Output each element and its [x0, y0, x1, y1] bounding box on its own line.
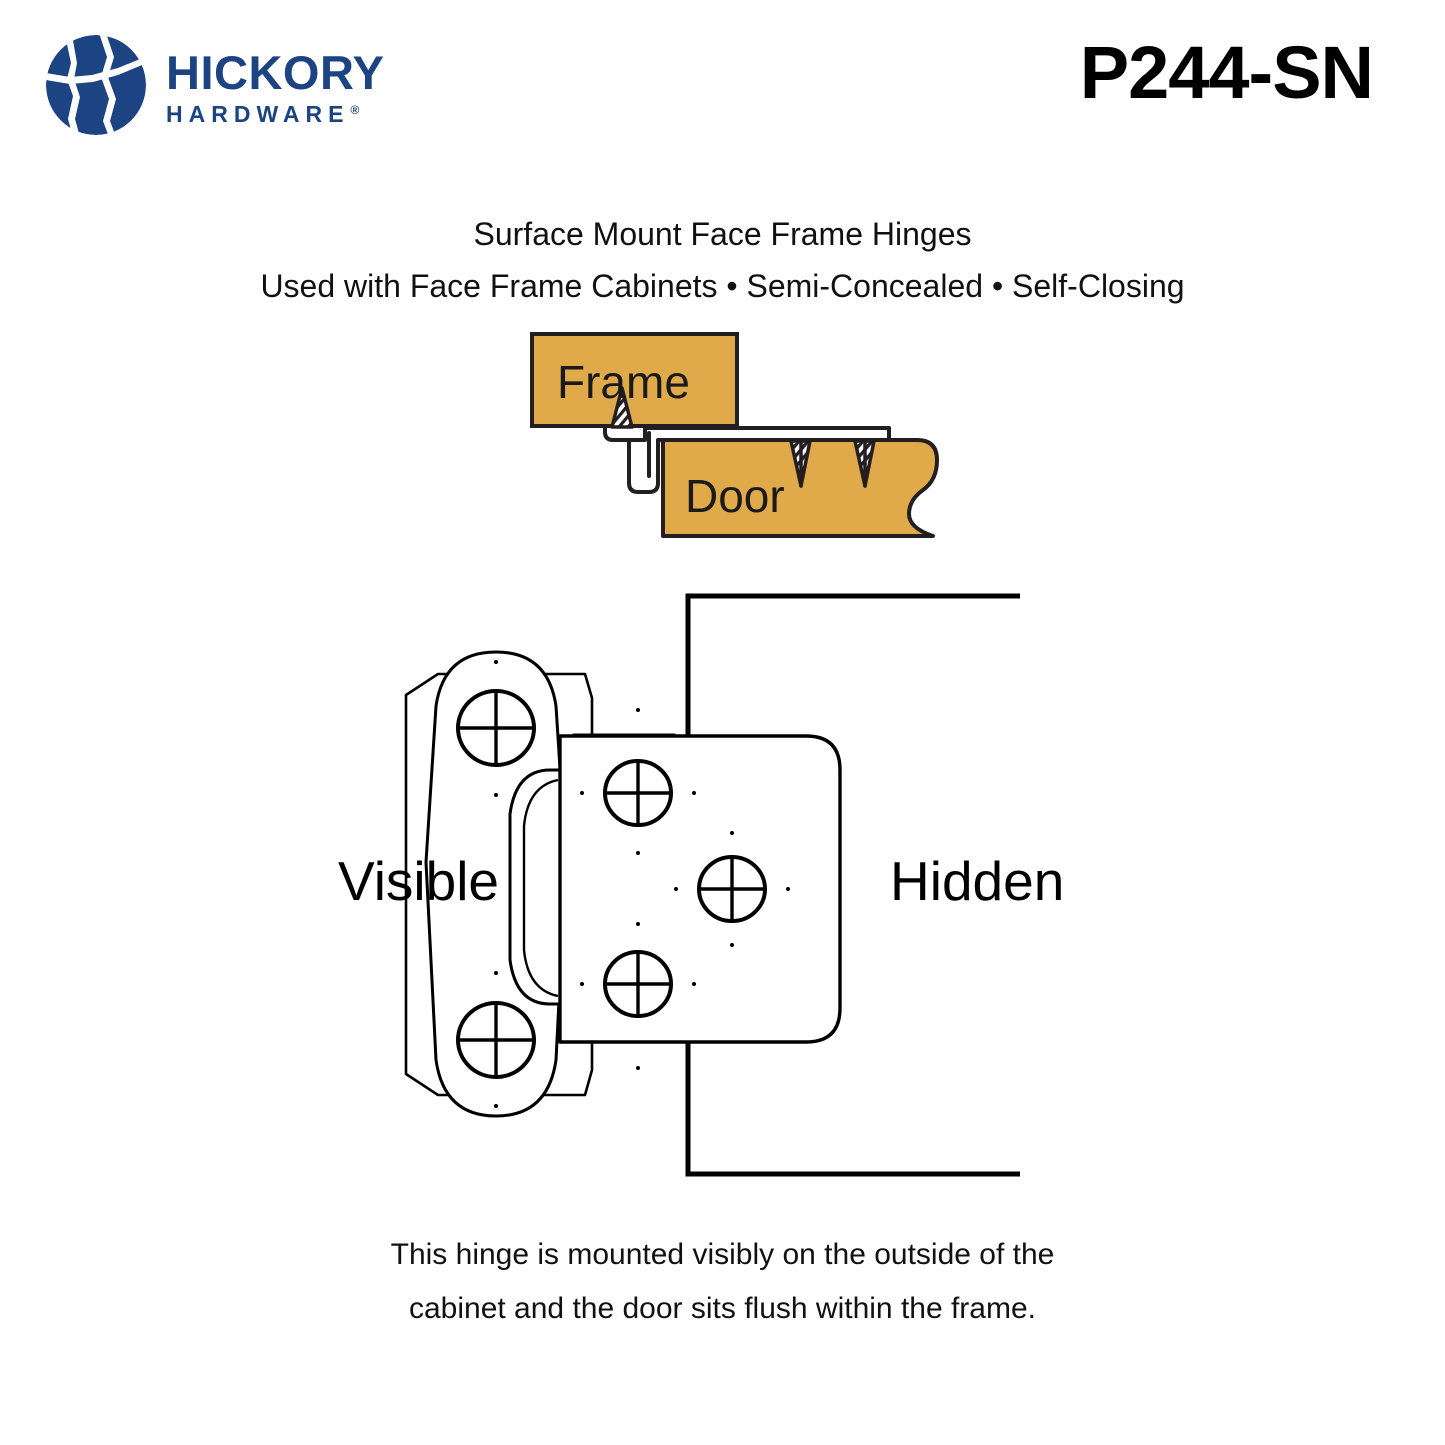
- caption-line-1: This hinge is mounted visibly on the out…: [390, 1238, 1055, 1271]
- brand-wordmark: HICKORY HARDWARE ®: [166, 45, 385, 126]
- hidden-label: Hidden: [890, 850, 1064, 912]
- center-mark-dot: [636, 1066, 640, 1070]
- caption-line-2: cabinet and the door sits flush within t…: [408, 1292, 1036, 1325]
- mounting-plate-screw-top-left: [580, 759, 696, 855]
- brand-subname: HARDWARE: [166, 100, 350, 127]
- subtitle-line-2: Used with Face Frame Cabinets • Semi-Con…: [260, 268, 1185, 304]
- center-mark-dot: [636, 708, 640, 712]
- frame-door-svg: Frame Door: [530, 332, 939, 538]
- frame-block: [530, 332, 739, 428]
- visible-label: Visible: [338, 850, 499, 912]
- subtitle-line-1: Surface Mount Face Frame Hinges: [473, 216, 972, 252]
- hickory-circle-logo-icon: [46, 35, 146, 135]
- mounting-plate-screw-center: [674, 831, 790, 947]
- face-plate-screw-bottom: [456, 971, 536, 1108]
- page-header: HICKORY HARDWARE ® P244-SN: [0, 0, 1445, 160]
- frame-screw-hatched-triangle: [610, 386, 634, 429]
- mounting-plate-screw-bottom-left: [580, 922, 696, 1018]
- brand-name: HICKORY: [166, 45, 385, 99]
- hinge-drawing-svg: Visible Hidden: [338, 593, 1064, 1177]
- product-code: P244-SN: [1079, 31, 1374, 114]
- registered-trademark-symbol: ®: [350, 102, 360, 117]
- frame-label: Frame: [557, 356, 690, 408]
- frame-door-cross-section-diagram: Frame Door: [495, 300, 1015, 590]
- door-label: Door: [685, 470, 785, 522]
- door-screw-hatched-triangle-1: [789, 439, 812, 488]
- brand-subname-row: HARDWARE ®: [166, 100, 385, 127]
- brand-logo: HICKORY HARDWARE ®: [44, 33, 385, 137]
- face-plate-screw-top: [456, 660, 536, 797]
- door-screw-hatched-triangle-2: [853, 439, 876, 488]
- hinge-technical-drawing: Visible Hidden: [320, 590, 1120, 1200]
